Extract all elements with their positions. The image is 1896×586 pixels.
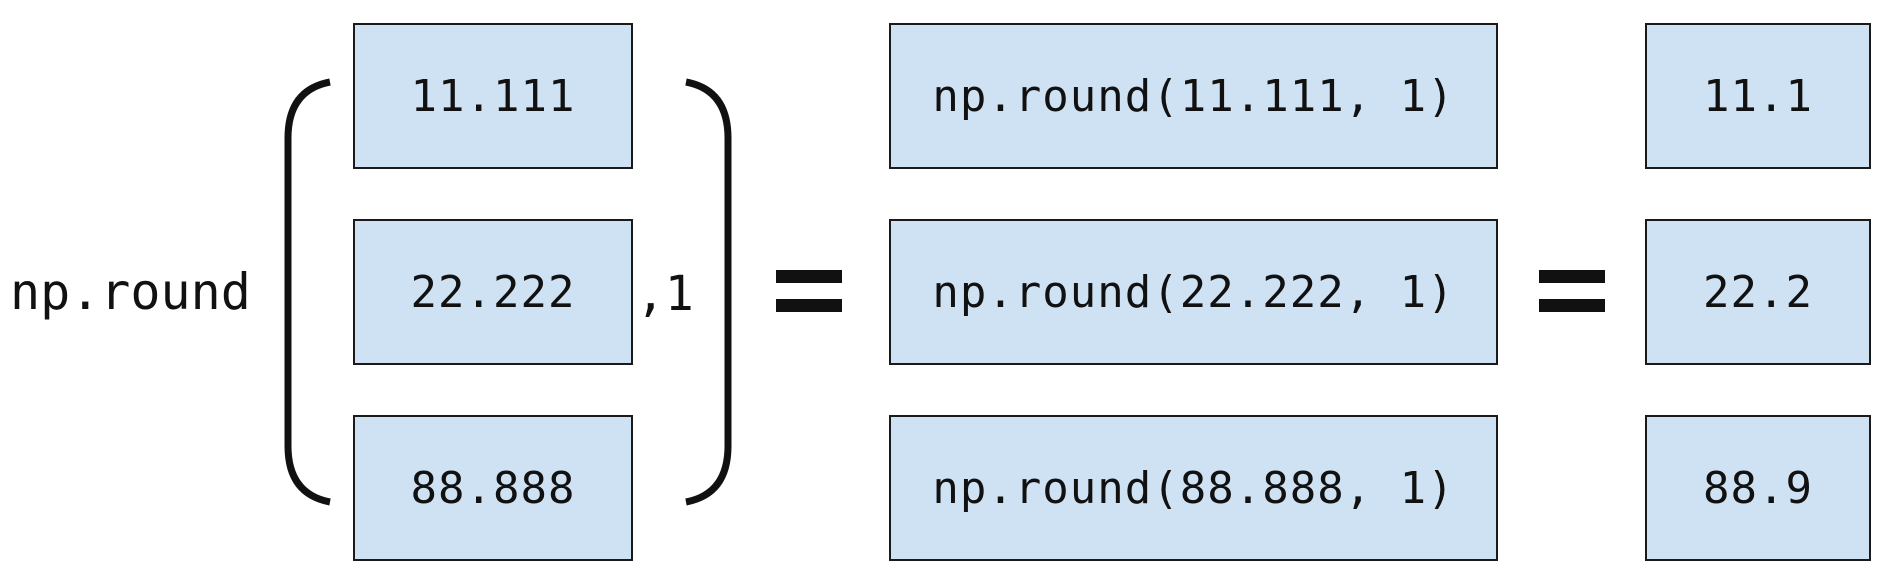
right-parenthesis-icon (685, 78, 732, 506)
equals-icon (1539, 270, 1605, 314)
input-box-1: 11.111 (353, 23, 633, 169)
input-box-2: 22.222 (353, 219, 633, 365)
function-name-label: np.round (10, 263, 251, 321)
result-box-3: 88.9 (1645, 415, 1871, 561)
expanded-call-box-1: np.round(11.111, 1) (889, 23, 1498, 169)
left-parenthesis-icon (284, 78, 331, 506)
argument-suffix-label: ,1 (636, 266, 694, 322)
result-box-2: 22.2 (1645, 219, 1871, 365)
expanded-call-box-3: np.round(88.888, 1) (889, 415, 1498, 561)
input-box-3: 88.888 (353, 415, 633, 561)
expanded-call-box-2: np.round(22.222, 1) (889, 219, 1498, 365)
result-box-1: 11.1 (1645, 23, 1871, 169)
equals-icon (776, 270, 842, 314)
